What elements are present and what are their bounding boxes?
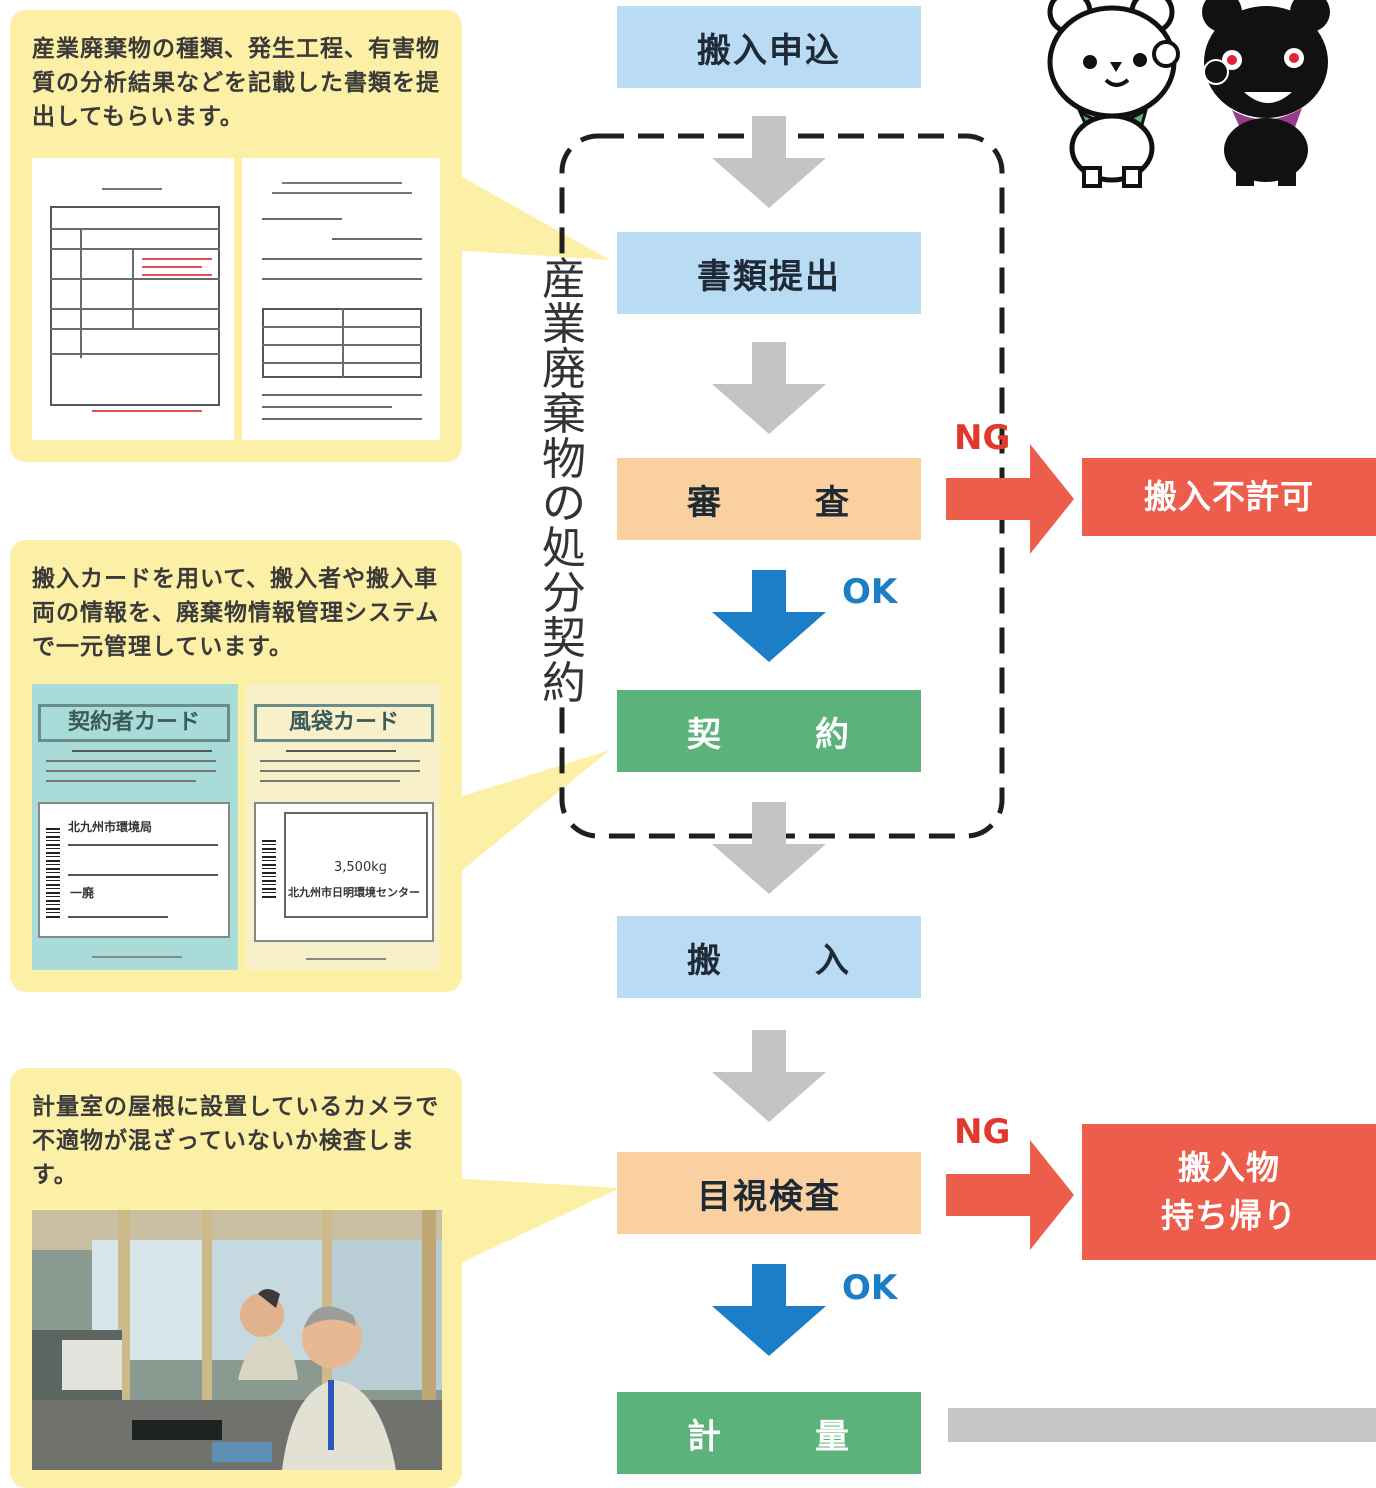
callout-cards-text: 搬入カードを用いて、搬入者や搬入車両の情報を、廃棄物情報管理システムで一元管理し…: [32, 566, 440, 660]
callout-inspection-text: 計量室の屋根に設置しているカメラで不適物が混ざっていないか検査します。: [32, 1094, 440, 1188]
step-contract: 契約: [617, 690, 921, 772]
callout-documents-text: 産業廃棄物の種類、発生工程、有害物質の分析結果などを記載した書類を提出してもらい…: [32, 36, 440, 130]
step-review: 審査: [617, 458, 921, 540]
result-take-back: 搬入物 持ち帰り: [1082, 1124, 1376, 1260]
bag-card-image: 風袋カード 3,500kg 北九州市日明環境センター: [246, 684, 440, 970]
callout-documents: 産業廃棄物の種類、発生工程、有害物質の分析結果などを記載した書類を提出してもらい…: [10, 10, 610, 462]
take-back-line2: 持ち帰り: [1161, 1196, 1297, 1235]
ok-label-inspection: OK: [842, 1268, 898, 1308]
red-ng-right-arrow: [946, 444, 1074, 554]
gray-down-arrow: [712, 116, 826, 208]
callout-documents-pointer: [450, 170, 610, 260]
blue-ok-down-arrow: [712, 1264, 826, 1356]
contractor-card-title: 契約者カード: [38, 704, 230, 742]
gray-down-arrow: [712, 802, 826, 894]
red-ng-right-arrow: [946, 1140, 1074, 1250]
contractor-card-line1: 北九州市環境局: [68, 820, 153, 834]
black-bear-mascot: [1202, 0, 1330, 186]
step-document-submission: 書類提出: [617, 232, 921, 314]
step-visual-inspection: 目視検査: [617, 1152, 921, 1234]
step-weighing: 計量: [617, 1392, 921, 1474]
document-form-image-2: [242, 158, 440, 440]
step-application: 搬入申込: [617, 6, 921, 88]
callout-inspection-pointer: [450, 1178, 620, 1268]
step-carry-in: 搬入: [617, 916, 921, 998]
inspection-photo-illustration: [32, 1210, 442, 1470]
gray-down-arrow: [712, 342, 826, 434]
contract-group-label: 産 業 廃 棄 物 の 処 分 契 約: [536, 257, 592, 707]
inspection-room-photo: [32, 1210, 442, 1470]
result-rejected: 搬入不許可: [1082, 458, 1376, 536]
white-bear-mascot: [1047, 0, 1180, 188]
callout-cards-pointer: [450, 750, 610, 880]
gray-down-arrow: [712, 1030, 826, 1122]
bag-card-weight: 3,500kg: [334, 860, 387, 875]
ng-label-inspection: NG: [954, 1112, 1011, 1152]
ok-label-review: OK: [842, 572, 898, 612]
bag-card-owner: 北九州市日明環境センター: [288, 886, 420, 899]
blue-ok-down-arrow: [712, 570, 826, 662]
bag-card-title: 風袋カード: [254, 704, 434, 742]
contractor-card-line2: 一廃: [70, 886, 95, 900]
document-form-image-1: [32, 158, 234, 440]
ng-label-review: NG: [954, 418, 1011, 458]
callout-inspection: 計量室の屋根に設置しているカメラで不適物が混ざっていないか検査します。: [10, 1068, 620, 1488]
weighing-continuation-bar: [948, 1408, 1376, 1442]
contractor-card-image: 契約者カード 北九州市環境局 一廃: [32, 684, 238, 970]
take-back-line1: 搬入物: [1178, 1148, 1280, 1187]
callout-cards: 搬入カードを用いて、搬入者や搬入車両の情報を、廃棄物情報管理システムで一元管理し…: [10, 540, 610, 992]
